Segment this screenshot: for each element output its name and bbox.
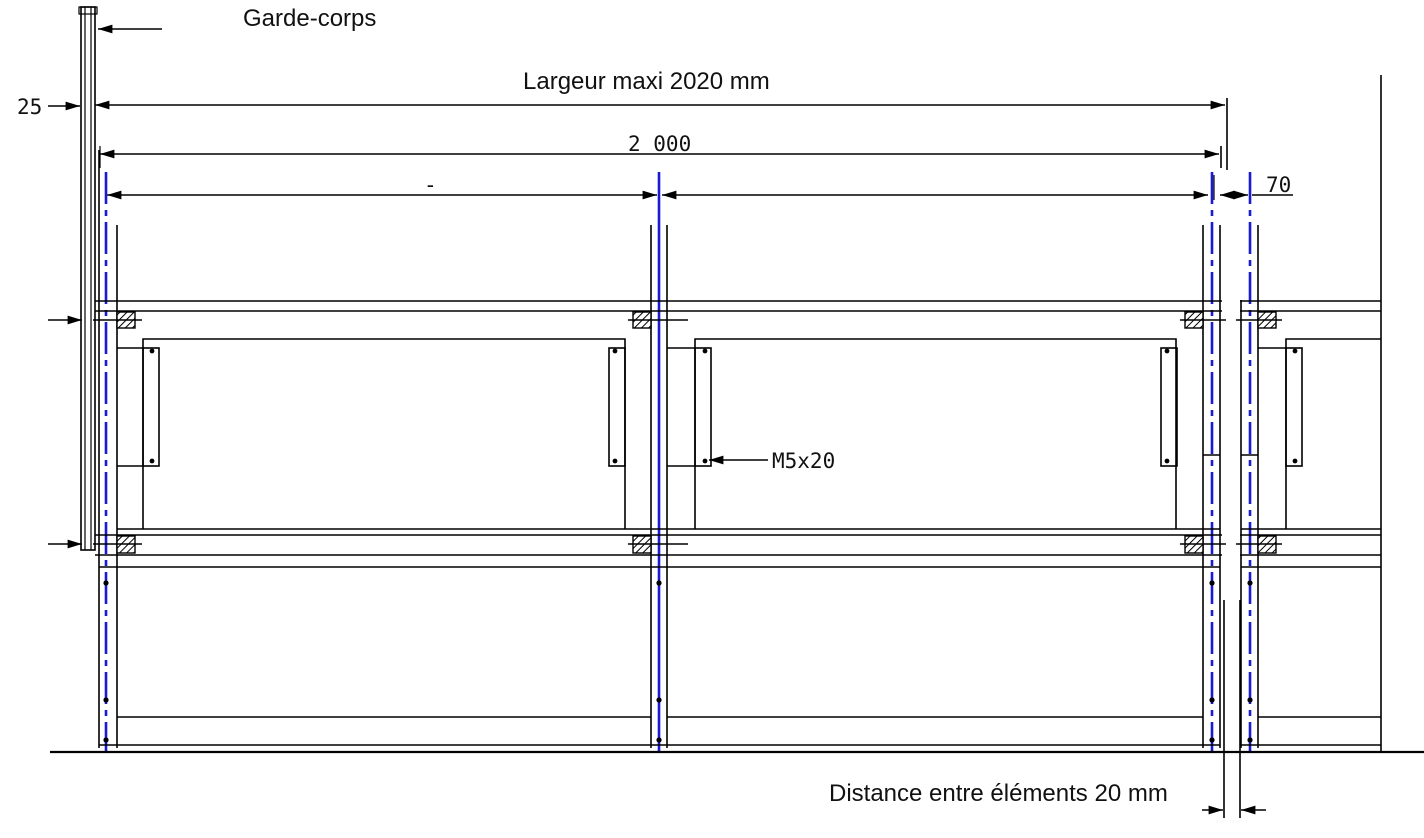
dim-25-label: 25 bbox=[17, 95, 42, 119]
guard-rail-post bbox=[78, 6, 98, 551]
dim-spans bbox=[107, 175, 1293, 200]
brackets bbox=[117, 347, 1303, 467]
lower-beam bbox=[48, 534, 1381, 568]
bolt-label: M5x20 bbox=[772, 449, 835, 473]
distance-label: Distance entre éléments 20 mm bbox=[829, 780, 1168, 807]
dim-dash-label: - bbox=[424, 173, 437, 197]
center-axes bbox=[104, 172, 1252, 752]
vertical-posts bbox=[98, 75, 1382, 752]
dim-2000-label: 2 000 bbox=[628, 132, 691, 156]
dim-largeur-maxi bbox=[95, 98, 1228, 170]
top-beam bbox=[48, 300, 1381, 325]
dim-70-label: 70 bbox=[1266, 173, 1291, 197]
dim-gap bbox=[1202, 600, 1266, 818]
lower-clamps bbox=[93, 535, 1282, 554]
garde-corps-label: Garde-corps bbox=[243, 5, 376, 32]
largeur-maxi-label: Largeur maxi 2020 mm bbox=[523, 68, 770, 95]
panels bbox=[117, 338, 1381, 530]
dim-2000 bbox=[99, 146, 1222, 168]
top-clamps bbox=[93, 311, 1286, 349]
bottom-structure bbox=[50, 580, 1424, 754]
